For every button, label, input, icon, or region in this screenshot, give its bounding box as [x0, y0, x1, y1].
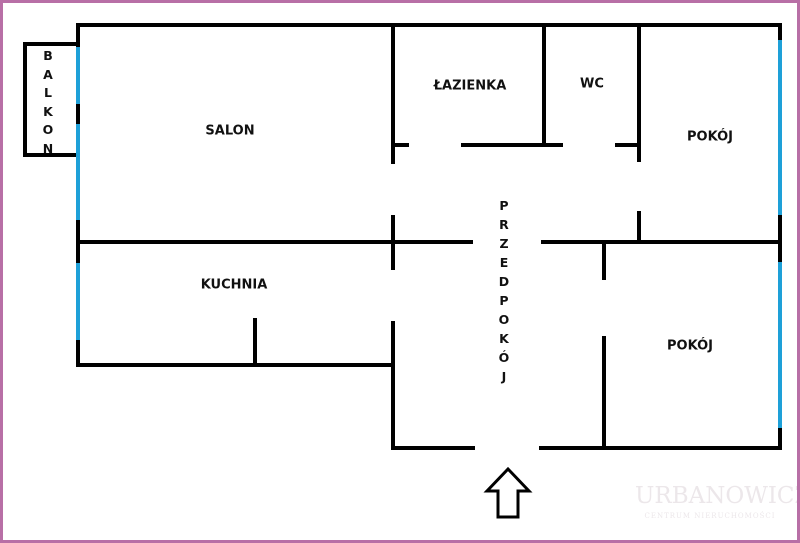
vertical-letter: R [499, 217, 509, 232]
watermark-name: URBANOWICZ [635, 483, 800, 509]
vertical-letter: J [501, 369, 507, 384]
vertical-letter: O [498, 312, 510, 327]
room-label-pokoj-top: POKÓJ [687, 129, 733, 145]
vertical-letter: K [499, 331, 509, 346]
vertical-letter: Z [499, 236, 509, 251]
vertical-letter: E [499, 255, 509, 270]
vertical-letter: A [43, 66, 53, 82]
vertical-letter: K [43, 103, 53, 119]
entrance-arrow-icon [483, 466, 533, 519]
vertical-letter: Ó [498, 350, 510, 365]
vertical-letter: N [42, 140, 54, 156]
vertical-letter: P [499, 198, 509, 213]
room-label-wc: WC [580, 76, 604, 92]
vertical-letter: O [42, 122, 54, 137]
watermark-logo: URBANOWICZ CENTRUM NIERUCHOMOŚCI [635, 483, 800, 520]
vertical-letter: P [499, 293, 509, 308]
vertical-letter: L [44, 85, 52, 100]
room-label-salon: SALON [205, 123, 255, 139]
balcony-outline [23, 42, 80, 157]
vertical-letter: D [498, 274, 510, 289]
room-label-lazienka: ŁAZIENKA [433, 78, 507, 94]
room-label-kuchnia: KUCHNIA [200, 277, 268, 293]
vertical-letter: B [43, 48, 53, 63]
room-label-pokoj-bottom: POKÓJ [667, 338, 713, 354]
watermark-subtitle: CENTRUM NIERUCHOMOŚCI [644, 512, 776, 520]
